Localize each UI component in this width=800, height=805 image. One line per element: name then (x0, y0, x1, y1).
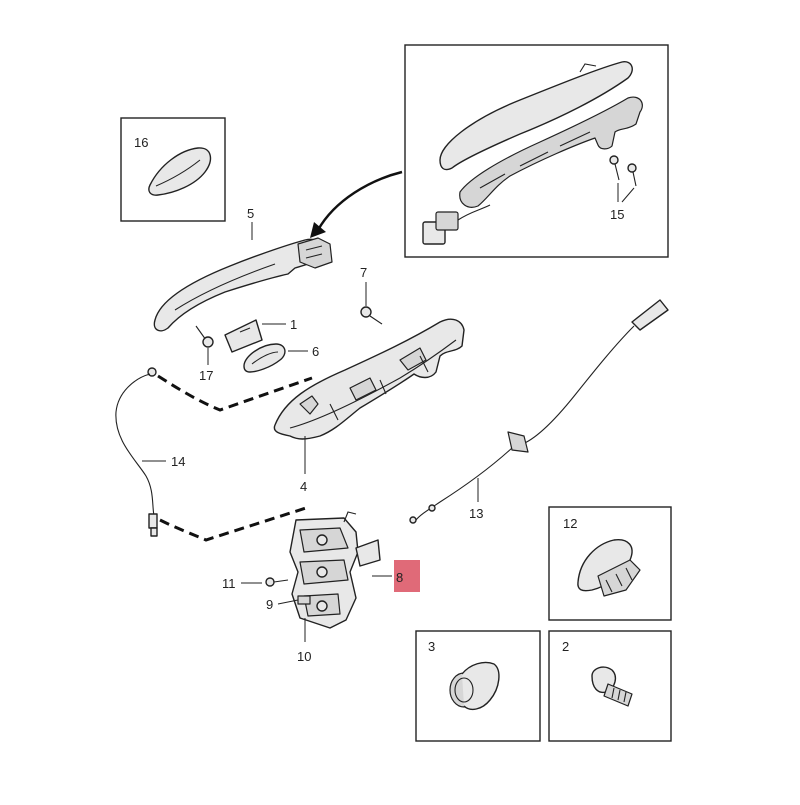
part-6: 6 (243, 343, 319, 373)
part-5-handle: 5 (153, 206, 333, 332)
callout-6: 6 (312, 344, 319, 359)
part-1: 1 (224, 317, 297, 353)
box-3: 3 (415, 630, 541, 742)
dashed-link-lower (159, 506, 307, 542)
callout-8: 8 (396, 570, 403, 585)
callout-17: 17 (199, 368, 213, 383)
box-12: 12 (548, 506, 672, 621)
callout-9: 9 (266, 597, 273, 612)
detail-arrow (316, 170, 403, 231)
callout-8-highlight (394, 560, 420, 592)
part-10: 10 (297, 618, 311, 664)
callout-12: 12 (563, 516, 577, 531)
callout-13: 13 (469, 506, 483, 521)
dashed-link-upper (157, 374, 313, 412)
part-14-cable: 14 (115, 367, 185, 537)
callout-11: 11 (222, 576, 236, 591)
box-16: 16 (120, 117, 226, 222)
part-7-screw: 7 (360, 265, 383, 325)
part-8-lock-unit: 8 (289, 511, 420, 629)
callout-7: 7 (360, 265, 367, 280)
callout-10: 10 (297, 649, 311, 664)
part-11-screw: 11 (222, 576, 289, 591)
callout-5: 5 (247, 206, 254, 221)
part-13-cable: 13 (409, 299, 669, 524)
detail-box-handle: 15 (404, 44, 669, 258)
callout-14: 14 (171, 454, 185, 469)
detail-arrow-head (310, 222, 326, 238)
callout-2: 2 (562, 639, 569, 654)
part-9: 9 (266, 595, 311, 612)
box-2: 2 (548, 630, 672, 742)
part-4-carrier: 4 (273, 318, 465, 494)
callout-4: 4 (300, 479, 307, 494)
callout-3: 3 (428, 639, 435, 654)
callout-1: 1 (290, 317, 297, 332)
callout-16: 16 (134, 135, 148, 150)
part-17-screw: 17 (195, 325, 214, 383)
callout-15: 15 (610, 207, 624, 222)
